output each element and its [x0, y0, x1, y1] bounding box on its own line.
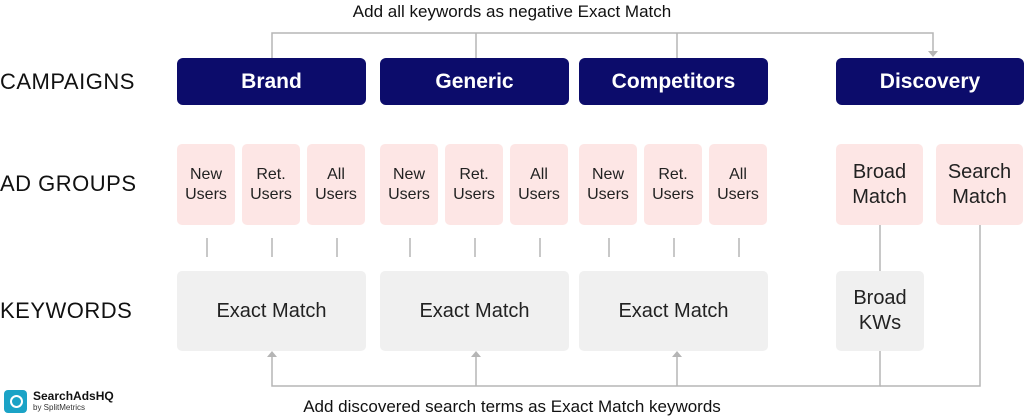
search-terms-connector	[271, 351, 881, 387]
bottom-note: Add discovered search terms as Exact Mat…	[303, 397, 721, 416]
campaign-brand: Brand	[177, 58, 366, 105]
top-note: Add all keywords as negative Exact Match	[352, 2, 672, 21]
negative-keywords-connector	[271, 32, 934, 58]
arrow-head-discovery	[928, 51, 938, 57]
search-logo-icon	[4, 390, 27, 413]
campaign-discovery: Discovery	[836, 58, 1024, 105]
row-label-campaigns: CAMPAIGNS	[0, 69, 135, 94]
arrow-head-brand-kw	[267, 351, 277, 357]
arrow-head-competitors-kw	[672, 351, 682, 357]
keywords-competitors: Exact Match	[579, 271, 768, 351]
row-label-ad-groups: AD GROUPS	[0, 171, 137, 196]
campaign-competitors: Competitors	[579, 58, 768, 105]
logo-name: SearchAdsHQ	[33, 389, 114, 403]
keywords-brand: Exact Match	[177, 271, 366, 351]
ad-group-competitors-returning-users: Ret.Users	[644, 144, 702, 225]
ad-group-brand-returning-users: Ret.Users	[242, 144, 300, 225]
ad-group-generic-returning-users: Ret.Users	[445, 144, 503, 225]
arrow-head-generic-kw	[471, 351, 481, 357]
keywords-generic: Exact Match	[380, 271, 569, 351]
logo-subtitle: by SplitMetrics	[33, 403, 86, 412]
campaign-generic: Generic	[380, 58, 569, 105]
row-label-keywords: KEYWORDS	[0, 298, 133, 323]
brand-logo: SearchAdsHQ by SplitMetrics	[4, 390, 114, 413]
